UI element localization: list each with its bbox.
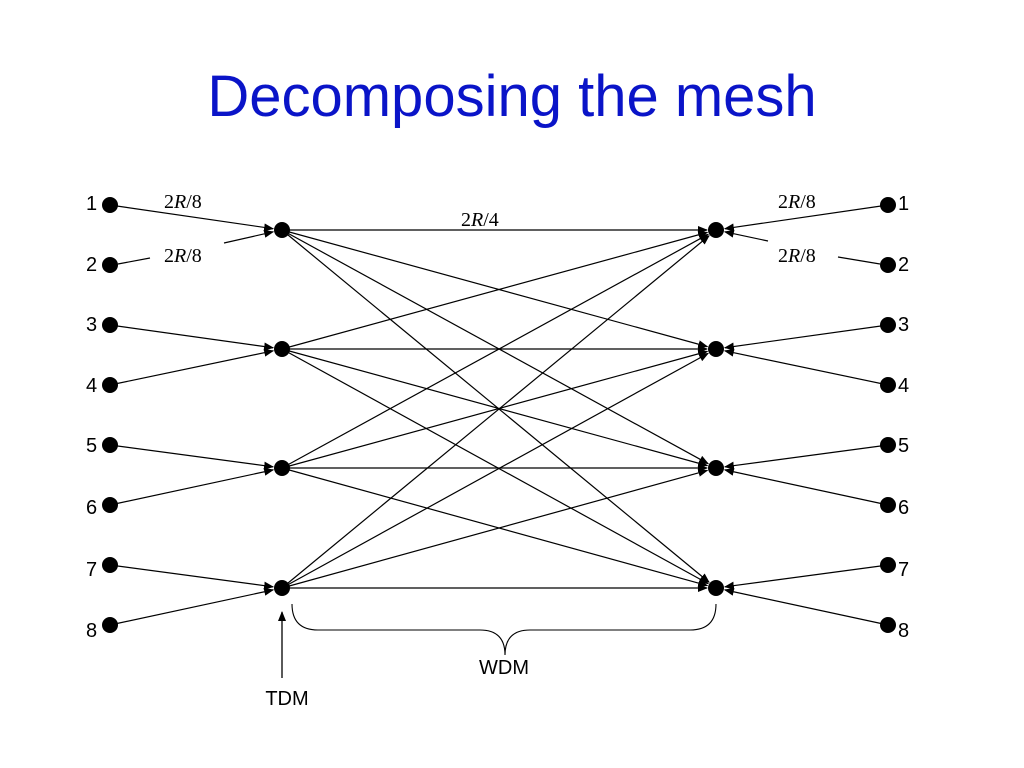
left-port-label: 7 (86, 559, 97, 581)
mesh-edge (281, 348, 709, 468)
right-port-label: 8 (898, 620, 909, 642)
right-port-node (880, 317, 896, 333)
port-to-hub-edge (723, 229, 769, 242)
right-port-label: 6 (898, 497, 909, 519)
right-port-node (880, 497, 896, 513)
port-to-hub-edge (837, 256, 881, 265)
rate-label-left-second: 2R/8 (164, 245, 202, 267)
left-port-node (102, 557, 118, 573)
port-to-hub-edge (723, 564, 889, 590)
left-port-node (102, 197, 118, 213)
mesh-edge (281, 467, 709, 588)
rate-label-left-top: 2R/8 (164, 191, 202, 213)
port-to-hub-edge (109, 467, 275, 506)
port-to-hub-edge (109, 444, 275, 470)
mesh-edge (281, 229, 709, 465)
left-port-node (102, 377, 118, 393)
mesh-edge (281, 235, 710, 589)
left-port-node (102, 497, 118, 513)
mesh-edge (281, 233, 709, 469)
port-to-hub-edge (723, 348, 889, 386)
port-to-hub-edge (117, 257, 151, 265)
left-port-node (102, 437, 118, 453)
port-to-hub-edge (109, 564, 275, 590)
left-port-node (102, 617, 118, 633)
right-port-node (880, 257, 896, 273)
left-port-labels: 1 2 3 4 5 6 7 8 (86, 193, 97, 642)
right-hub-node (708, 460, 724, 476)
mesh-edge (281, 468, 709, 589)
port-to-hub-edge (109, 587, 275, 626)
right-port-label: 7 (898, 559, 909, 581)
right-port-node (880, 197, 896, 213)
left-port-label: 3 (86, 314, 97, 336)
right-port-label: 2 (898, 254, 909, 276)
wdm-label: WDM (479, 657, 529, 679)
right-port-node (880, 437, 896, 453)
port-to-hub-edge (723, 467, 889, 506)
rate-label-right-second: 2R/8 (778, 245, 816, 267)
right-port-node (880, 377, 896, 393)
wdm-brace (291, 603, 717, 656)
left-port-label: 1 (86, 193, 97, 215)
left-port-label: 8 (86, 620, 97, 642)
port-to-hub-edge (109, 324, 275, 351)
right-port-labels: 1 2 3 4 5 6 7 8 (898, 193, 909, 642)
port-to-hub-edge (223, 229, 275, 244)
tdm-label: TDM (265, 688, 308, 710)
right-port-label: 1 (898, 193, 909, 215)
right-port-node (880, 617, 896, 633)
port-to-hub-edge (109, 204, 275, 232)
port-to-hub-edge (109, 348, 275, 386)
port-to-hub-edge (723, 587, 889, 626)
mesh-edge (281, 352, 709, 589)
left-port-label: 2 (86, 254, 97, 276)
left-port-label: 4 (86, 375, 97, 397)
rate-label-right-top: 2R/8 (778, 191, 816, 213)
mesh-edge (281, 349, 709, 469)
rate-label-middle: 2R/4 (461, 209, 499, 231)
right-port-label: 3 (898, 314, 909, 336)
left-port-label: 6 (86, 497, 97, 519)
node-layer (102, 197, 896, 633)
right-port-node (880, 557, 896, 573)
left-port-label: 5 (86, 435, 97, 457)
left-hub-node (274, 580, 290, 596)
right-hub-node (708, 580, 724, 596)
port-to-hub-edge (723, 444, 889, 470)
left-hub-node (274, 460, 290, 476)
left-port-node (102, 317, 118, 333)
port-to-hub-edge (723, 204, 889, 232)
mesh-edge (281, 229, 709, 349)
left-hub-node (274, 341, 290, 357)
right-port-label: 4 (898, 375, 909, 397)
mesh-edge (281, 348, 709, 585)
port-to-hub-edge (723, 324, 889, 351)
left-hub-node (274, 222, 290, 238)
edge-layer (109, 204, 889, 626)
slide-title: Decomposing the mesh (207, 64, 817, 129)
mesh-edge (281, 230, 709, 350)
right-port-label: 5 (898, 435, 909, 457)
right-hub-node (708, 222, 724, 238)
mesh-edge (281, 229, 710, 583)
right-hub-node (708, 341, 724, 357)
left-port-node (102, 257, 118, 273)
